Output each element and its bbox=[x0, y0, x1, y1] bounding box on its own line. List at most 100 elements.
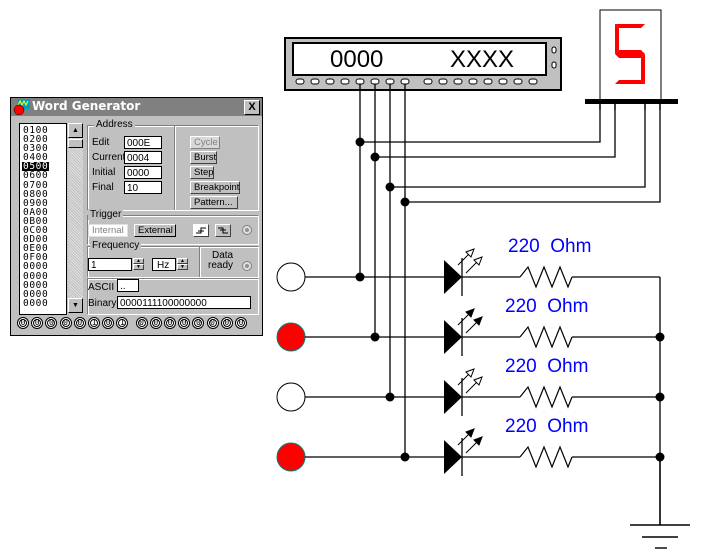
memory-word[interactable]: 0500 bbox=[22, 161, 50, 173]
segment-c bbox=[641, 54, 645, 84]
frequency-input[interactable]: 1 bbox=[88, 258, 132, 271]
seven-segment-wire bbox=[390, 104, 646, 188]
led-light-arrow bbox=[465, 320, 479, 334]
frequency-group-label: Frequency bbox=[90, 240, 142, 251]
title-bar[interactable]: Word Generator X bbox=[11, 98, 262, 116]
probe-on bbox=[276, 442, 306, 472]
output-bit-12: 0 bbox=[192, 317, 205, 329]
step-button[interactable]: Step bbox=[190, 166, 214, 179]
data-ready-indicator bbox=[242, 261, 252, 271]
hex-display-right-value: XXXX bbox=[450, 46, 514, 73]
address-divider bbox=[174, 126, 175, 210]
initial-address-input[interactable]: 0000 bbox=[124, 166, 162, 179]
led-light-arrowhead bbox=[473, 256, 483, 266]
memory-word[interactable]: 0600 bbox=[23, 170, 49, 182]
cycle-button[interactable]: Cycle bbox=[190, 136, 220, 149]
close-button[interactable]: X bbox=[244, 100, 260, 115]
hex-display-pin bbox=[355, 78, 365, 85]
edit-label: Edit bbox=[92, 137, 110, 148]
memory-word[interactable]: 0000 bbox=[23, 288, 49, 300]
led-light-arrowhead bbox=[465, 248, 475, 258]
resistor-label: 220 Ohm bbox=[505, 296, 588, 317]
led-row: 220 Ohm bbox=[276, 416, 665, 476]
hex-display-pin bbox=[483, 78, 493, 85]
burst-button[interactable]: Burst bbox=[190, 151, 217, 164]
memory-word[interactable]: 0000 bbox=[23, 261, 49, 273]
resistor-icon bbox=[519, 445, 573, 469]
scroll-down-button[interactable]: ▼ bbox=[68, 298, 83, 313]
output-bit-2: 0 bbox=[45, 317, 58, 329]
hex-display-pin bbox=[528, 78, 538, 85]
binary-label: Binary bbox=[88, 298, 117, 309]
hex-display-pin bbox=[453, 78, 463, 85]
frequency-spinner[interactable]: ▲▼ bbox=[133, 258, 144, 271]
external-trigger-button[interactable]: External bbox=[134, 224, 176, 237]
frequency-unit-spinner[interactable]: ▲▼ bbox=[177, 258, 188, 271]
hex-display-pin bbox=[340, 78, 350, 85]
internal-trigger-button[interactable]: Internal bbox=[88, 224, 128, 237]
probe-on bbox=[276, 322, 306, 352]
memory-word[interactable]: 0F00 bbox=[23, 252, 49, 264]
memory-word[interactable]: 0B00 bbox=[23, 215, 49, 227]
final-address-input[interactable]: 10 bbox=[124, 181, 162, 194]
hex-display-pin bbox=[423, 78, 433, 85]
seven-segment-display[interactable] bbox=[585, 9, 678, 104]
memory-word[interactable]: 0000 bbox=[23, 270, 49, 282]
hex-display-side-pin bbox=[551, 61, 557, 69]
segment-f bbox=[615, 24, 619, 54]
memory-word[interactable]: 0A00 bbox=[23, 206, 49, 218]
memory-word[interactable]: 0400 bbox=[23, 152, 49, 164]
junction-dot bbox=[370, 152, 380, 162]
scroll-up-button[interactable]: ▲ bbox=[68, 123, 83, 138]
pattern-button[interactable]: Pattern... bbox=[190, 196, 238, 209]
memory-word[interactable]: 0900 bbox=[23, 197, 49, 209]
initial-label: Initial bbox=[92, 167, 116, 178]
output-bit-15: 0 bbox=[235, 317, 247, 329]
led-light-arrow bbox=[457, 372, 471, 386]
memory-word[interactable]: 0000 bbox=[23, 297, 49, 309]
falling-edge-button[interactable] bbox=[215, 224, 231, 237]
led-light-arrowhead bbox=[465, 368, 475, 378]
window-title: Word Generator bbox=[32, 99, 141, 113]
breakpoint-button[interactable]: Breakpoint bbox=[190, 181, 240, 194]
hex-display[interactable]: 0000 XXXX bbox=[284, 37, 562, 91]
memory-word[interactable]: 0700 bbox=[23, 179, 49, 191]
binary-input[interactable]: 0000111100000000 bbox=[117, 296, 251, 309]
seven-segment-base bbox=[585, 99, 678, 104]
output-bit-3: 0 bbox=[59, 317, 72, 329]
ascii-input[interactable]: .. bbox=[117, 279, 139, 292]
edit-address-input[interactable]: 000E bbox=[124, 136, 162, 149]
current-address-input[interactable]: 0004 bbox=[124, 151, 162, 164]
rising-edge-button[interactable] bbox=[193, 224, 209, 237]
memory-word[interactable]: 0000 bbox=[23, 279, 49, 291]
output-bit-14: 0 bbox=[220, 317, 233, 329]
seven-segment-wire bbox=[405, 104, 661, 203]
led-icon bbox=[444, 320, 462, 354]
output-bit-4: 0 bbox=[73, 317, 86, 329]
scroll-thumb[interactable] bbox=[68, 139, 83, 148]
hex-display-pin bbox=[370, 78, 380, 85]
memory-word[interactable]: 0200 bbox=[23, 134, 49, 146]
memory-word[interactable]: 0E00 bbox=[23, 243, 49, 255]
memory-word[interactable]: 0C00 bbox=[23, 225, 49, 237]
frequency-unit-select[interactable]: Hz bbox=[152, 258, 176, 271]
memory-word[interactable]: 0800 bbox=[23, 188, 49, 200]
hex-display-pin bbox=[310, 78, 320, 85]
junction-dot bbox=[400, 452, 410, 462]
memory-word[interactable]: 0300 bbox=[23, 143, 49, 155]
memory-list-scrollbar[interactable]: ▲ ▼ bbox=[68, 123, 83, 313]
led-light-arrow bbox=[457, 252, 471, 266]
resistor-icon bbox=[519, 325, 573, 349]
segment-a bbox=[615, 24, 645, 28]
memory-word[interactable]: 0100 bbox=[23, 125, 49, 136]
ascii-label: ASCII bbox=[88, 282, 115, 293]
wires bbox=[355, 84, 661, 457]
memory-word[interactable]: 0D00 bbox=[23, 234, 49, 246]
hex-display-screen bbox=[292, 42, 547, 76]
output-bit-11: 0 bbox=[178, 317, 191, 329]
